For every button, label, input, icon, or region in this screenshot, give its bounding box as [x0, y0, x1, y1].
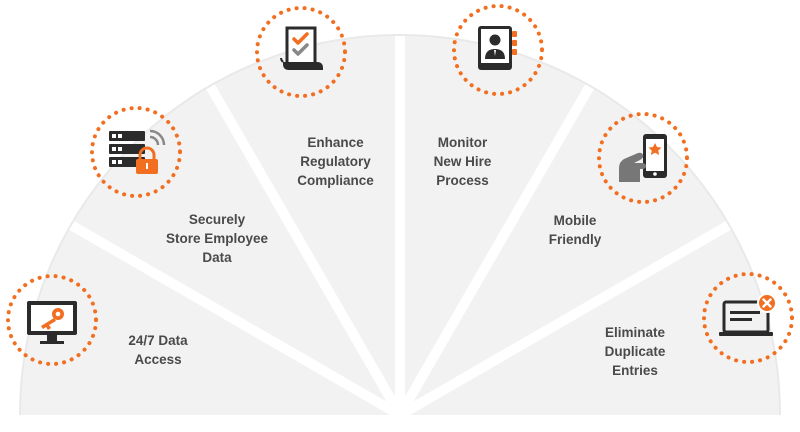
- feature-icon-mobile: [595, 110, 691, 206]
- fan-rim: [19, 34, 781, 416]
- feature-label-mobile: Mobile Friendly: [548, 213, 602, 247]
- feature-icon-data-access: [4, 272, 100, 368]
- feature-icon-new-hire: [450, 2, 546, 98]
- feature-icon-duplicates: [700, 270, 796, 366]
- fan-divider: [397, 220, 732, 420]
- checklist-document-icon: [255, 6, 347, 98]
- employee-directory-icon: [452, 4, 544, 96]
- server-lock-icon: [90, 106, 182, 198]
- feature-icon-compliance: [253, 4, 349, 100]
- fan-divider: [68, 220, 403, 420]
- mobile-phone-icon: [597, 112, 689, 204]
- feature-icon-secure-store: [88, 104, 184, 200]
- monitor-key-icon: [6, 274, 98, 366]
- feature-label-secure-store: Securely Store Employee Data: [165, 212, 269, 265]
- fan-divider: [205, 83, 405, 418]
- laptop-error-icon: [702, 272, 794, 364]
- feature-label-duplicates: Eliminate Duplicate Entries: [604, 325, 666, 378]
- fan-divider: [395, 83, 595, 418]
- feature-label-new-hire: Monitor New Hire Process: [433, 135, 492, 188]
- feature-label-compliance: Enhance Regulatory Compliance: [297, 135, 374, 188]
- feature-label-data-access: 24/7 Data Access: [128, 333, 188, 367]
